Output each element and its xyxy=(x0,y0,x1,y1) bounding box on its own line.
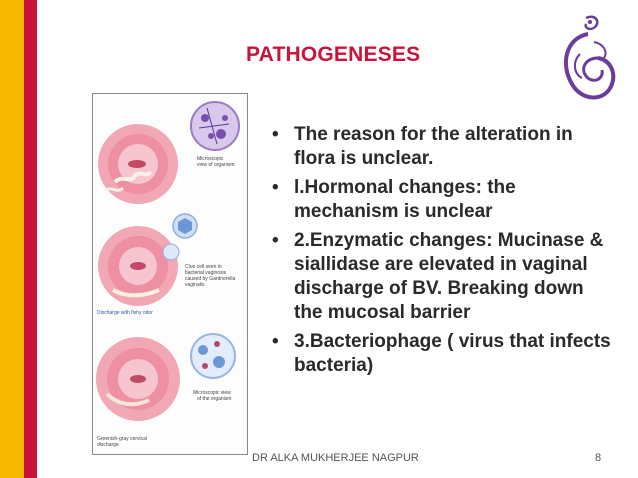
bullet-dot: • xyxy=(272,230,279,251)
bullet-text: l.Hormonal changes: the mechanism is unc… xyxy=(294,177,516,222)
bullet-text: The reason for the alteration in flora i… xyxy=(294,124,573,169)
caption-microscopic-1-line1: Microscopic xyxy=(197,156,224,162)
bullet-dot: • xyxy=(272,124,279,145)
cervix-illustration-bottom xyxy=(96,337,180,421)
bv-illustration: Microscopic view of organism Clue cell s… xyxy=(92,93,248,455)
clue-cell-view xyxy=(162,213,198,261)
caption-microscopic-1-line2: view of organism xyxy=(197,162,235,168)
bullet-list: • The reason for the alteration in flora … xyxy=(272,123,612,383)
caption-microscopic-2-line2: of the organism xyxy=(197,396,231,402)
bullet-item: • 3.Bacteriophage ( virus that infects b… xyxy=(272,330,612,378)
bullet-text: 2.Enzymatic changes: Mucinase & siallida… xyxy=(294,230,604,323)
bullet-item: • The reason for the alteration in flora … xyxy=(272,123,612,171)
caption-gray-discharge-line1: Greenish-gray cervical xyxy=(97,436,147,442)
caption-microscopic-2-line1: Microscopic view xyxy=(193,390,231,396)
caption-clue-cell-line1: Clue cell seen in xyxy=(185,264,222,270)
bullet-dot: • xyxy=(272,177,279,198)
microscopic-view-bottom xyxy=(190,333,236,379)
bullet-dot: • xyxy=(272,331,279,352)
bullet-item: • 2.Enzymatic changes: Mucinase & siallid… xyxy=(272,229,612,325)
purple-swirl-logo-icon xyxy=(563,15,616,100)
left-accent-bar-red xyxy=(24,0,37,478)
caption-clue-cell-line3: caused by Gardnerella xyxy=(185,276,236,282)
bullet-text: 3.Bacteriophage ( virus that infects bac… xyxy=(294,331,611,376)
bv-illustration-graphic: Microscopic view of organism Clue cell s… xyxy=(96,101,240,448)
slide-title: PATHOGENESES xyxy=(246,43,421,66)
caption-clue-cell-line4: vaginalis xyxy=(185,282,205,288)
bullet-item: • l.Hormonal changes: the mechanism is un… xyxy=(272,176,612,224)
microscopic-view-top xyxy=(190,101,240,151)
page-number: 8 xyxy=(595,452,602,464)
caption-discharge: Discharge with fishy odor xyxy=(97,310,153,316)
caption-clue-cell-line2: bacterial vaginosis xyxy=(185,270,227,276)
left-accent-bar-yellow xyxy=(0,0,24,478)
cervix-illustration-top xyxy=(98,124,178,204)
caption-gray-discharge-line2: discharge xyxy=(97,442,119,448)
cervix-illustration-middle xyxy=(98,226,178,306)
slide-footer: DR ALKA MUKHERJEE NAGPUR xyxy=(252,452,419,464)
